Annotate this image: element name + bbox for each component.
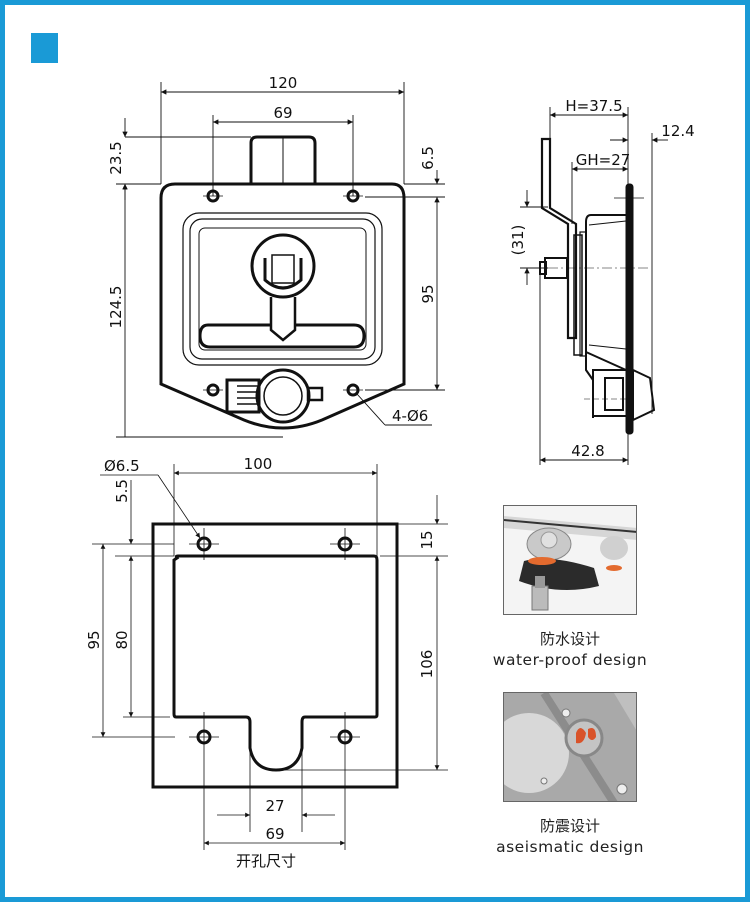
dim-hole-diameter: Ø6.5: [104, 457, 140, 475]
key-cylinder: [255, 368, 311, 424]
cutout-view: [92, 464, 448, 850]
lock-cylinder: [250, 233, 316, 299]
waterproof-title-zh: 防水设计: [539, 630, 600, 648]
aseismatic-title-zh: 防震设计: [539, 817, 600, 835]
dim-grip-height: GH=27: [576, 151, 631, 169]
dim-total-depth: 42.8: [571, 442, 604, 460]
dim-pivot-offset: (31): [509, 225, 527, 256]
dim-flange-thickness: 12.4: [661, 122, 694, 140]
side-view: [520, 107, 668, 465]
dim-overall-width: 120: [269, 74, 298, 92]
dim-inner-opening-height: 80: [113, 630, 131, 649]
dim-mounting-holes: 4-Ø6: [392, 407, 428, 425]
aseismatic-photo: [503, 692, 637, 802]
dim-outer-vertical-spacing: 95: [85, 630, 103, 649]
dim-handle-height: H=37.5: [565, 97, 622, 115]
cutout-holes: [196, 536, 353, 745]
cutout-title: 开孔尺寸: [235, 852, 296, 870]
aseismatic-title-en: aseismatic design: [496, 838, 644, 856]
dim-hole-offset-top: 6.5: [419, 146, 437, 170]
dim-hole-spacing-vertical: 95: [419, 284, 437, 303]
dim-bottom-hole-spacing: 69: [265, 825, 284, 843]
cutout-opening: [172, 554, 379, 772]
mounting-plate: [159, 182, 406, 430]
waterproof-caption: 防水设计 water-proof design: [470, 629, 670, 671]
dim-notch-width: 27: [265, 797, 284, 815]
section-badge: [31, 33, 58, 63]
waterproof-title-en: water-proof design: [492, 651, 648, 669]
dim-hole-offset-top-cutout: 5.5: [113, 479, 131, 503]
side-handle: [540, 137, 578, 340]
panel-outline: [151, 522, 399, 789]
dim-hole-spacing-top: 69: [273, 104, 292, 122]
aseismatic-caption: 防震设计 aseismatic design: [470, 816, 670, 858]
waterproof-photo: [503, 505, 637, 615]
dim-handle-protrusion: 23.5: [107, 141, 125, 174]
dim-total-opening-height: 106: [418, 650, 436, 679]
dim-hole-spacing-horizontal: 100: [244, 455, 273, 473]
front-view: [116, 82, 445, 438]
dim-top-margin: 15: [418, 530, 436, 549]
dim-overall-height: 124.5: [107, 286, 125, 329]
